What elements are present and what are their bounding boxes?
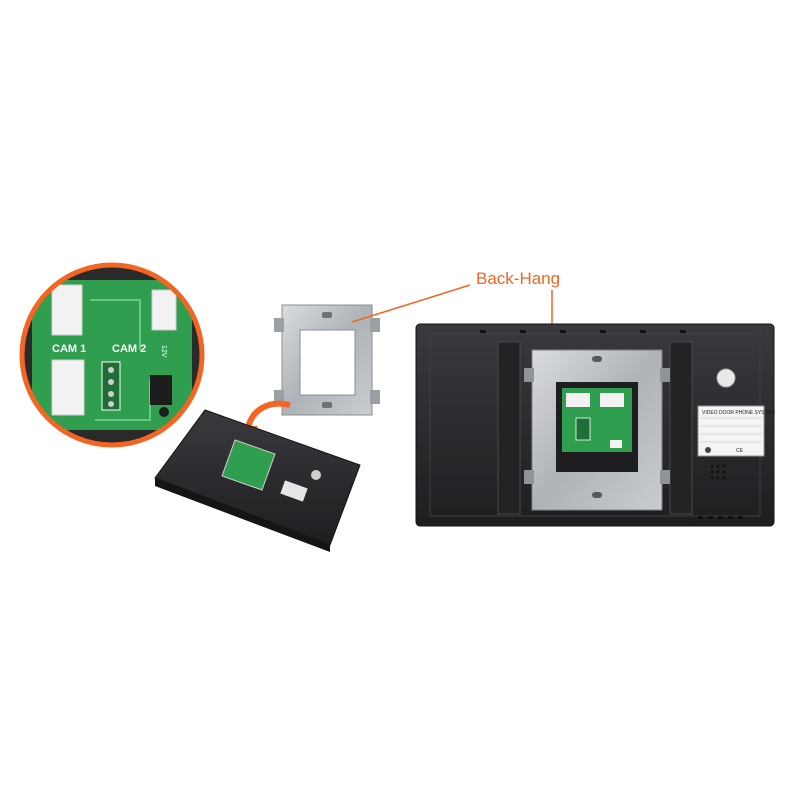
- connector-cam1-bottom: [51, 359, 85, 416]
- bottom-vents: [698, 516, 743, 519]
- svg-text:12V: 12V: [160, 345, 167, 358]
- pcb-zoom-inset: CAM 1 CAM 2 12V: [19, 262, 205, 448]
- connector-cam1-top: [51, 284, 83, 336]
- monitor-large-rear: VIDEO DOOR PHONE SYSTEM CE: [415, 323, 775, 527]
- pin-header: [101, 361, 121, 411]
- cam2-label: CAM 2: [112, 343, 146, 355]
- inset-ring: [19, 262, 205, 448]
- volume-knob: [716, 368, 736, 388]
- back-hang-label: Back-Hang: [476, 269, 560, 288]
- cam1-label: CAM 1: [52, 343, 86, 355]
- speaker-grille: [710, 464, 726, 480]
- monitor-small-angled: [154, 409, 361, 552]
- small-device-sticker: [280, 480, 308, 502]
- spec-label-sticker: VIDEO DOOR PHONE SYSTEM CE: [697, 405, 775, 457]
- spec-label-title: VIDEO DOOR PHONE SYSTEM: [702, 410, 775, 416]
- connector-right: [151, 289, 177, 331]
- back-hang-bracket-small: [274, 304, 380, 416]
- svg-text:CE: CE: [736, 448, 744, 454]
